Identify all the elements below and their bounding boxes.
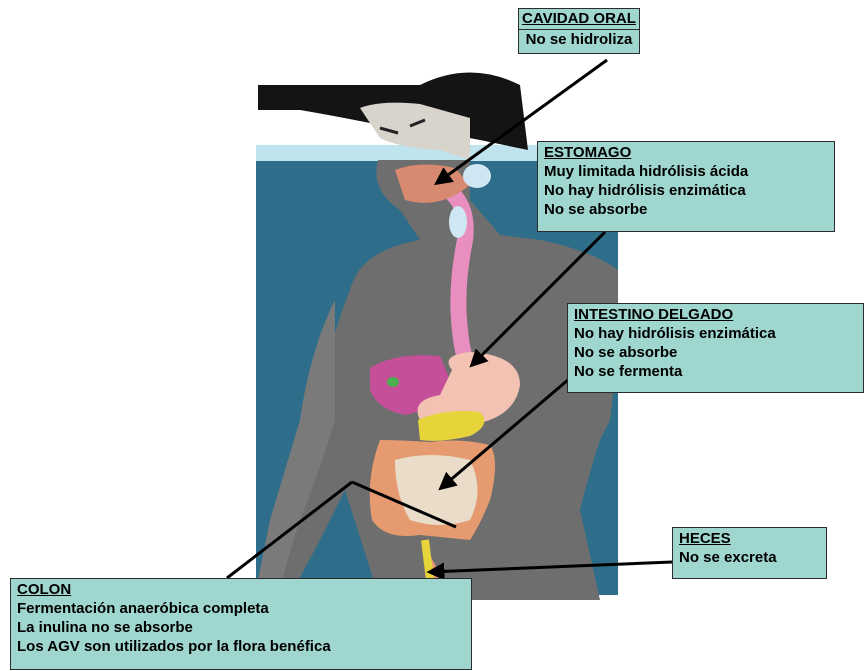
label-estomago-line: Muy limitada hidrólisis ácida	[544, 162, 828, 181]
gallbladder	[387, 377, 399, 387]
label-intestino-line: No hay hidrólisis enzimática	[574, 324, 857, 343]
label-estomago-title: ESTOMAGO	[544, 143, 828, 162]
label-intestino-title: INTESTINO DELGADO	[574, 305, 857, 324]
label-intestino-line: No se absorbe	[574, 343, 857, 362]
label-intestino-line: No se fermenta	[574, 362, 857, 381]
rectum	[425, 540, 430, 580]
label-colon-line: Los AGV son utilizados por la flora bené…	[17, 637, 465, 656]
label-heces-line: No se excreta	[679, 548, 820, 567]
label-intestino-delgado: INTESTINO DELGADO No hay hidrólisis enzi…	[567, 303, 864, 393]
label-heces: HECES No se excreta	[672, 527, 827, 579]
label-cavidad-oral-title: CAVIDAD ORAL	[518, 8, 640, 30]
label-colon-title: COLON	[17, 580, 465, 599]
salivary-gland-upper	[463, 164, 491, 188]
label-estomago-line: No se absorbe	[544, 200, 828, 219]
label-colon-line: La inulina no se absorbe	[17, 618, 465, 637]
label-colon: COLON Fermentación anaeróbica completa L…	[10, 578, 472, 670]
label-cavidad-oral-line: No se hidroliza	[518, 30, 640, 54]
label-heces-title: HECES	[679, 529, 820, 548]
label-estomago-line: No hay hidrólisis enzimática	[544, 181, 828, 200]
label-estomago: ESTOMAGO Muy limitada hidrólisis ácida N…	[537, 141, 835, 232]
salivary-gland-lower	[449, 206, 467, 238]
label-colon-line: Fermentación anaeróbica completa	[17, 599, 465, 618]
